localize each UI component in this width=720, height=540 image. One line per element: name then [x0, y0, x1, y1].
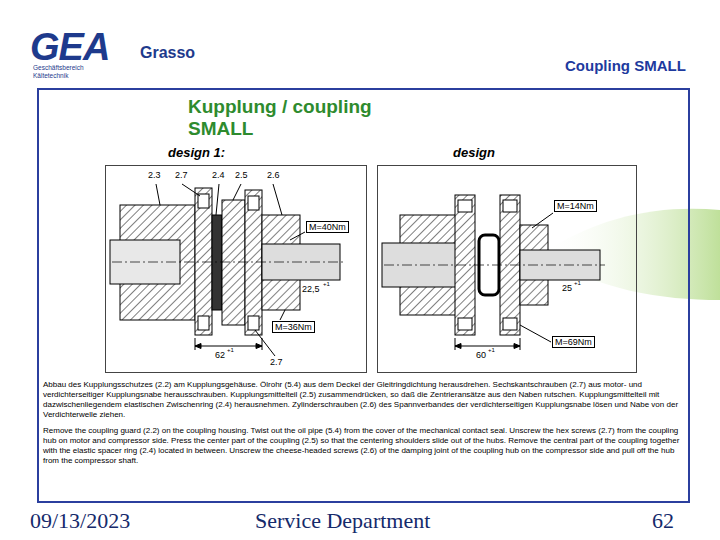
tolerance: +1 — [574, 280, 581, 287]
tolerance: +1 — [227, 347, 234, 354]
design-heading: design 1: — [168, 146, 225, 161]
torque-label: M=40Nm — [306, 221, 349, 233]
company-logo: GEA — [30, 26, 109, 70]
drawing-panel: design 1: — [105, 165, 367, 373]
slide-title: Coupling SMALL — [565, 57, 686, 74]
callout-number: 2.5 — [235, 170, 248, 180]
dimension-value: 22,5 — [302, 284, 320, 294]
callout-number: 2.4 — [212, 170, 225, 180]
tolerance: +1 — [488, 347, 495, 354]
design-heading: design — [453, 146, 495, 161]
dimension-value: 62 — [215, 350, 225, 360]
dimension-value: 25 — [562, 283, 572, 293]
brand-name: Grasso — [140, 44, 195, 62]
torque-label: M=69Nm — [552, 336, 595, 348]
callout-number: 2.7 — [270, 357, 283, 367]
dimension-value: 60 — [476, 350, 486, 360]
callout-number: 2.6 — [267, 170, 280, 180]
torque-label: M=36Nm — [272, 321, 315, 333]
page-number: 62 — [652, 508, 674, 533]
division-name: Geschäftsbereich Kältetechnik — [33, 64, 105, 80]
callout-number: 2.7 — [175, 170, 188, 180]
content-frame: Kupplung / coupling SMALL Abbau des Kuppl… — [37, 88, 690, 503]
frame-heading: Kupplung / coupling SMALL — [188, 96, 428, 140]
coupling-design-2 — [382, 195, 605, 350]
torque-label: M=14Nm — [554, 200, 597, 212]
coupling-design-1 — [110, 184, 345, 356]
drawing-panel: design — [377, 165, 637, 373]
instruction-english: Remove the coupling guard (2.2) on the c… — [43, 426, 685, 466]
tolerance: +1 — [323, 281, 330, 288]
footer-department: Service Department — [255, 508, 430, 533]
footer-date: 09/13/2023 — [30, 508, 130, 533]
callout-number: 2.3 — [148, 170, 161, 180]
instruction-german: Abbau des Kupplungsschutzes (2.2) am Kup… — [43, 380, 685, 420]
